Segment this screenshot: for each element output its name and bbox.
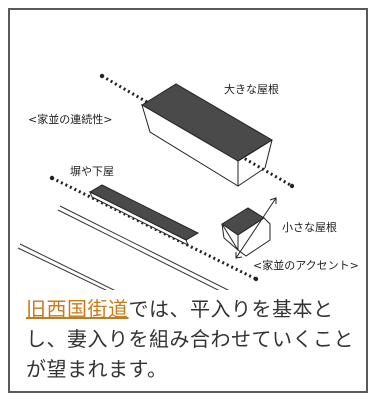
streetscape-diagram [17, 73, 295, 290]
large-roof-label: 大きな屋根 [224, 83, 279, 96]
street-lines [17, 205, 230, 290]
house-continuity-label: <家並の連続性> [28, 113, 113, 126]
caption-body: では、平入りを基本とし、妻入りを組み合わせていくことが望まれます。 [26, 297, 354, 381]
wall-lower-roof-illustration [88, 184, 200, 247]
wall-lower-roof-label: 塀や下屋 [70, 165, 114, 178]
dimension-arrow [235, 197, 277, 259]
kyusaigoku-kaido-link[interactable]: 旧西国街道 [26, 297, 129, 321]
accent-dotted-line [49, 175, 259, 282]
large-roof-illustration [141, 83, 273, 187]
small-roof-label: 小さな屋根 [282, 221, 337, 234]
illustration-card: 大きな屋根 <家並の連続性> 塀や下屋 小さな屋根 <家並のアクセント> 旧西国… [8, 8, 368, 393]
house-accent-label: <家並のアクセント> [253, 259, 359, 272]
caption-text: 旧西国街道では、平入りを基本とし、妻入りを組み合わせていくことが望まれます。 [26, 294, 358, 384]
small-roof-illustration [221, 207, 271, 257]
continuity-dotted-line [99, 73, 295, 189]
